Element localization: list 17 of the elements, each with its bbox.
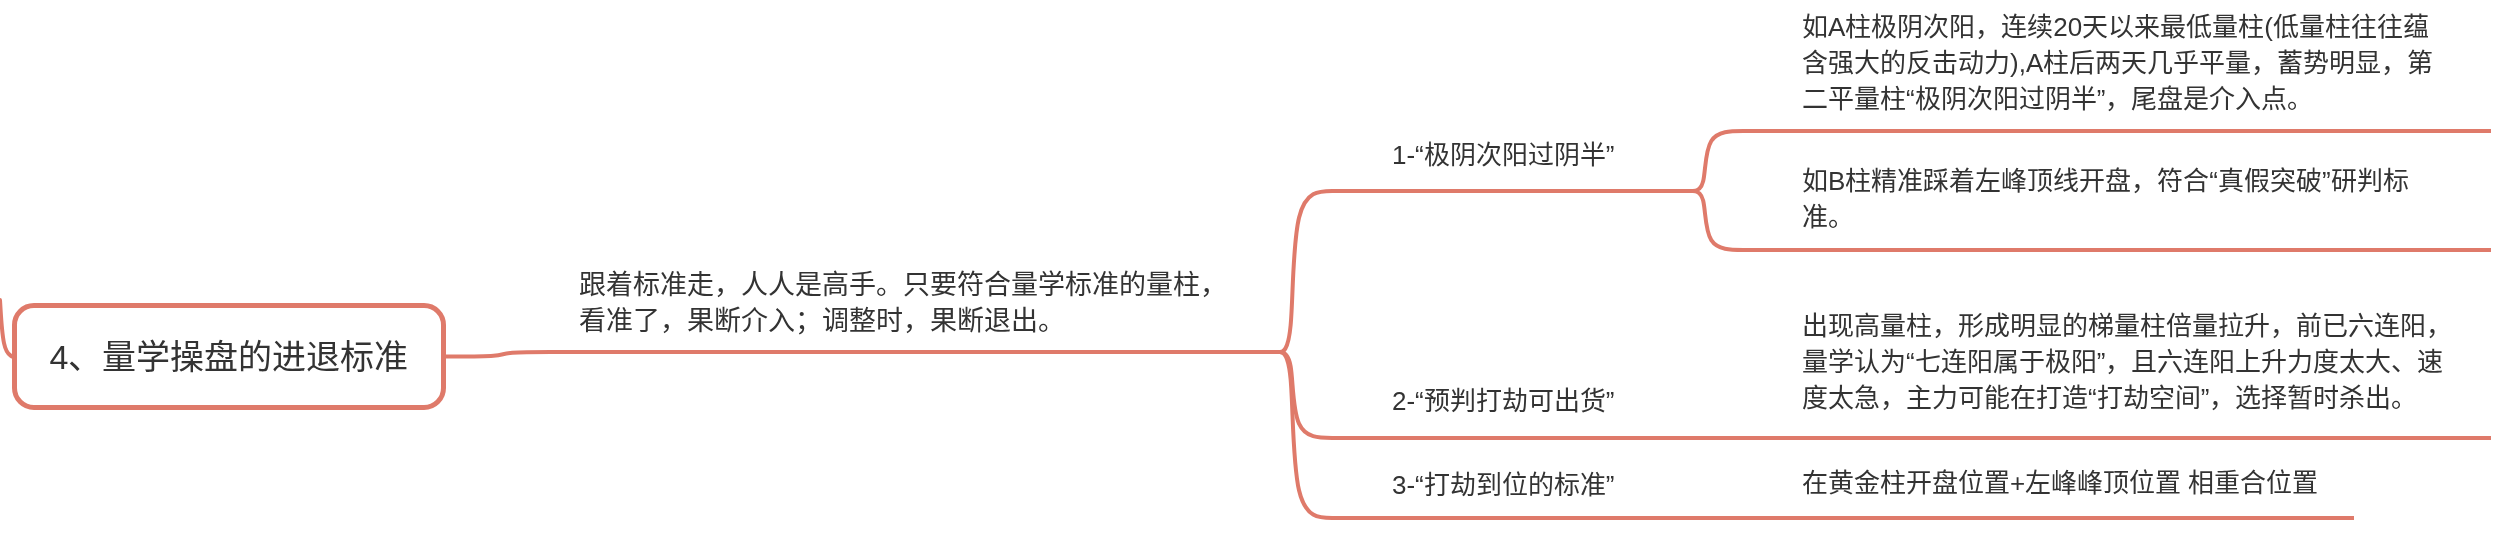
connector-line xyxy=(444,350,562,359)
note-text: 在黄金柱开盘位置+左峰峰顶位置 相重合位置 xyxy=(1802,467,2319,500)
underlined-topic xyxy=(560,267,1277,354)
topic-text: 2-“预判打劫可出货” xyxy=(1392,385,1615,418)
connector-line xyxy=(1688,516,1782,520)
note-text: 如B柱精准踩着左峰顶线开盘，符合“真假突破”研判标准。 xyxy=(1802,165,2410,234)
topic-text: 3-“打劫到位的标准” xyxy=(1392,469,1615,502)
note-text: 如A柱极阴次阳，连续20天以来最低量柱(低量柱往往蕴含强大的反击动力),A柱后两天几乎平量，蓄势明显，第二平量柱“极阴次阳过阴半”，尾盘是介入点。 xyxy=(1802,11,2435,116)
connector-line xyxy=(1275,350,1372,520)
topic-title: 4、量学操盘的进退标准 xyxy=(49,336,409,378)
note-text: 出现高量柱，形成明显的梯量柱倍量拉升，前已六连阳，量学认为“七连阳属于极阳”，且六连阳上升力度太大、速度太急，主力可能在打造“打劫空间”，选择暂时杀出。 xyxy=(1802,310,2453,415)
connector-line xyxy=(1688,436,1782,440)
topic-text: 1-“极阴次阳过阴半” xyxy=(1392,139,1615,172)
connector-line xyxy=(1688,189,1782,252)
topic-box xyxy=(12,303,446,410)
connector-line xyxy=(0,298,14,359)
topic-text: 跟着标准走，人人是高手。只要符合量学标准的量柱，看准了，果断介入；调整时，果断退出。 xyxy=(579,269,1228,338)
